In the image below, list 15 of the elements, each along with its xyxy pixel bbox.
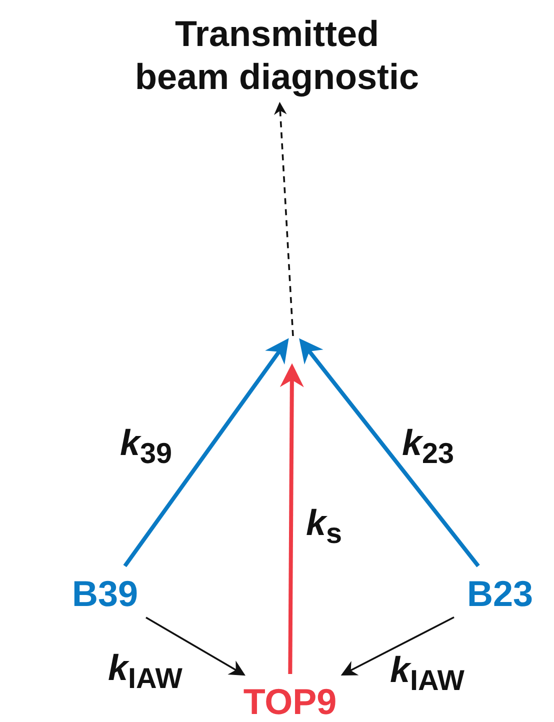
beam-label: TOP9 (228, 680, 352, 722)
beam-label: B39 (70, 572, 140, 616)
edge-label: k$_{IAW}$ (108, 650, 182, 694)
arrow (146, 616, 246, 676)
arrow (280, 363, 304, 674)
arrow (274, 102, 294, 336)
diagram-title: Transmitted beam diagnostic (130, 12, 424, 98)
arrow (340, 616, 454, 676)
edge-label: k$_{IAW}$ (390, 652, 464, 696)
edge-label: k$_{23}$ (402, 425, 454, 469)
arrow (123, 338, 289, 568)
edge-label: k$_{39}$ (120, 425, 172, 469)
beam-label: B23 (460, 572, 540, 616)
edge-label: k$_{s}$ (306, 505, 342, 549)
arrow (299, 338, 480, 568)
